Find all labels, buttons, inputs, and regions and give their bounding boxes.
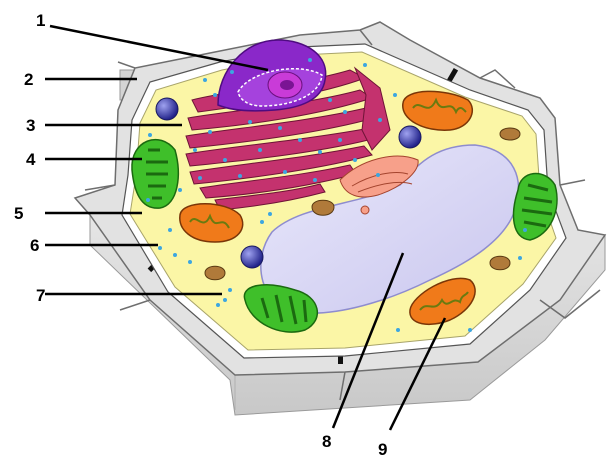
ribosome-dot bbox=[468, 328, 472, 332]
mitochondrion bbox=[409, 277, 476, 326]
number-labels: 1 2 3 4 5 6 7 8 9 bbox=[14, 11, 387, 459]
chloroplast bbox=[131, 139, 179, 209]
wall-junctions bbox=[84, 29, 601, 401]
ribosome-dot bbox=[248, 120, 252, 124]
ribosome-dot bbox=[313, 178, 317, 182]
ribosome-dot bbox=[308, 58, 312, 62]
label-9: 9 bbox=[378, 440, 387, 459]
ribosome-dot bbox=[168, 228, 172, 232]
ribosome-dot bbox=[393, 93, 397, 97]
label-6: 6 bbox=[30, 236, 39, 255]
ribosome-dot bbox=[343, 110, 347, 114]
vesicles bbox=[155, 97, 422, 269]
ribosome-dot bbox=[298, 138, 302, 142]
label-1: 1 bbox=[36, 11, 45, 30]
chloroplast bbox=[243, 284, 319, 333]
ribosome-dot bbox=[376, 173, 380, 177]
ribosome-dot bbox=[203, 78, 207, 82]
ribosome-dot bbox=[148, 133, 152, 137]
ribosome-dot bbox=[223, 298, 227, 302]
ribosome-dot bbox=[278, 126, 282, 130]
peroxisomes bbox=[204, 127, 521, 281]
label-2: 2 bbox=[24, 70, 33, 89]
ribosome-dot bbox=[158, 246, 162, 250]
label-7: 7 bbox=[36, 286, 45, 305]
nucleus bbox=[217, 39, 327, 112]
ribosome-dot bbox=[518, 256, 522, 260]
ribosomes bbox=[146, 58, 527, 332]
ribosome-dot bbox=[268, 212, 272, 216]
ribosome-dot bbox=[523, 228, 527, 232]
mitochondrion bbox=[179, 203, 244, 243]
ribosome-dot bbox=[338, 138, 342, 142]
ribosome-dot bbox=[238, 174, 242, 178]
mitochondrion bbox=[402, 90, 473, 131]
label-8: 8 bbox=[322, 432, 331, 451]
label-5: 5 bbox=[14, 204, 23, 223]
ribosome-dot bbox=[328, 98, 332, 102]
ribosome-dot bbox=[188, 260, 192, 264]
ribosome-dot bbox=[283, 170, 287, 174]
ribosome-dot bbox=[146, 198, 150, 202]
ribosome-dot bbox=[178, 188, 182, 192]
leader-lines bbox=[45, 24, 447, 431]
ribosome-dot bbox=[213, 93, 217, 97]
label-3: 3 bbox=[26, 116, 35, 135]
chloroplast bbox=[512, 172, 558, 241]
ribosome-dot bbox=[378, 118, 382, 122]
label-4: 4 bbox=[26, 150, 36, 169]
ribosome-dot bbox=[396, 328, 400, 332]
ribosome-dot bbox=[216, 303, 220, 307]
ribosome-dot bbox=[260, 220, 264, 224]
ribosome-dot bbox=[363, 63, 367, 67]
mitochondria bbox=[179, 90, 476, 326]
ribosome-dot bbox=[228, 288, 232, 292]
ribosome-dot bbox=[223, 158, 227, 162]
ribosome-dot bbox=[230, 70, 234, 74]
ribosome-dot bbox=[258, 148, 262, 152]
ribosome-dot bbox=[318, 150, 322, 154]
chloroplasts bbox=[131, 139, 558, 333]
ribosome-dot bbox=[193, 148, 197, 152]
ribosome-dot bbox=[173, 253, 177, 257]
ribosome-dot bbox=[208, 130, 212, 134]
ribosome-dot bbox=[198, 176, 202, 180]
ribosome-dot bbox=[353, 158, 357, 162]
